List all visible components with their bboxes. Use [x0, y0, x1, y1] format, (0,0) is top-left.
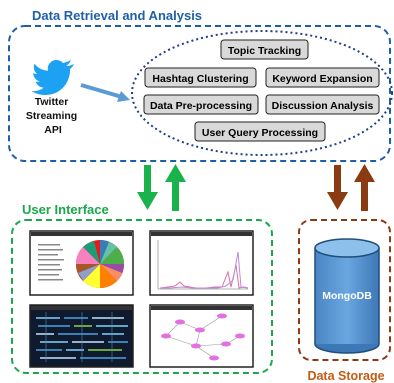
storage-down-arrow	[327, 165, 348, 210]
retrieval-section-box	[8, 25, 391, 162]
module-discussion-analysis: Discussion Analysis	[265, 94, 380, 115]
twitter-label-line3: API	[44, 124, 62, 136]
mini-pie-chart	[75, 239, 125, 289]
twitter-label-line1: Twitter	[35, 96, 69, 108]
ui-up-arrow	[165, 164, 186, 211]
twitter-arrowhead	[117, 91, 130, 102]
ui-screenshot-wordcloud	[29, 304, 134, 368]
ui-screenshot-pie	[29, 230, 134, 296]
ui-down-arrow	[137, 165, 158, 210]
module-keyword-expansion: Keyword Expansion	[265, 67, 380, 88]
mongodb-cylinder	[314, 238, 380, 354]
analysis-modules-ellipse	[131, 30, 393, 156]
module-data-preprocessing-label: Data Pre-processing	[150, 100, 252, 112]
module-hashtag-clustering: Hashtag Clustering	[144, 67, 257, 88]
ui-section-box	[11, 219, 273, 374]
module-data-preprocessing: Data Pre-processing	[143, 94, 259, 115]
mongodb-label: MongoDB	[322, 290, 372, 302]
module-discussion-analysis-label: Discussion Analysis	[272, 100, 374, 112]
module-hashtag-clustering-label: Hashtag Clustering	[152, 73, 248, 85]
svg-text:Twitter Streaming API: Twitter Streaming API	[26, 96, 80, 136]
storage-section-box	[298, 219, 391, 361]
twitter-bird-icon	[31, 60, 74, 95]
module-user-query-processing-label: User Query Processing	[202, 127, 318, 139]
module-topic-tracking: Topic Tracking	[220, 39, 309, 60]
twitter-label-line2: Streaming	[26, 110, 77, 122]
storage-up-arrow	[354, 164, 375, 211]
retrieval-section-title: Data Retrieval and Analysis	[32, 8, 202, 23]
module-topic-tracking-label: Topic Tracking	[228, 45, 301, 57]
twitter-to-analysis-arrow	[80, 83, 123, 99]
storage-section-title: Data Storage	[307, 369, 384, 383]
module-user-query-processing: User Query Processing	[194, 121, 326, 142]
ui-screenshot-network	[149, 304, 254, 368]
ui-section-title: User Interface	[22, 202, 109, 217]
module-keyword-expansion-label: Keyword Expansion	[272, 73, 372, 85]
ui-screenshot-line	[149, 230, 254, 296]
